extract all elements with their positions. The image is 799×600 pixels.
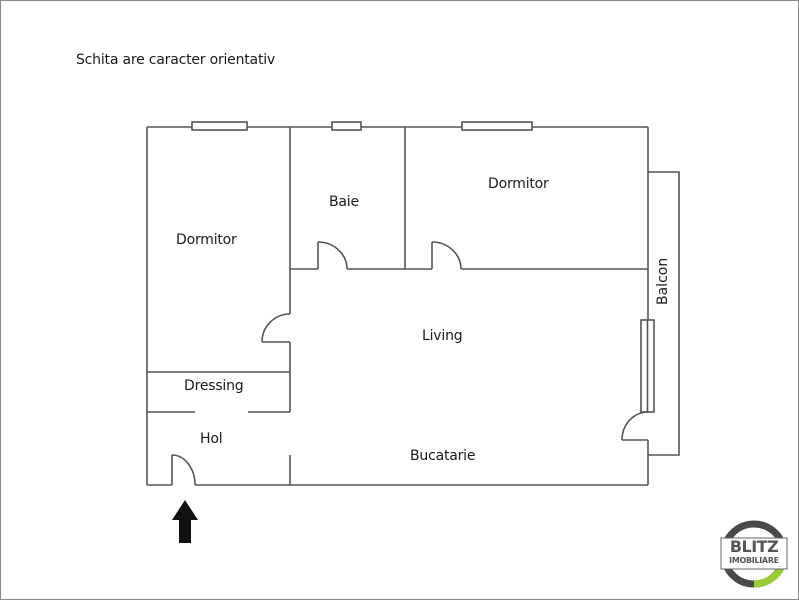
room-label-living: Living	[422, 328, 463, 344]
balcony-outline	[648, 171, 680, 456]
door-dormitor-right	[431, 241, 462, 270]
logo-text-blitz: BLITZ	[729, 537, 779, 556]
arrow-up-icon	[172, 500, 198, 543]
door-dormitor-left	[261, 313, 291, 348]
room-label-dressing: Dressing	[184, 378, 244, 394]
room-label-balcon: Balcon	[655, 257, 671, 305]
room-label-baie: Baie	[329, 194, 359, 210]
window-dormitor-left	[191, 121, 248, 131]
disclaimer-caption: Schita are caracter orientativ	[76, 52, 276, 68]
blitz-logo-icon	[720, 520, 788, 588]
door-balcon	[621, 411, 649, 441]
window-dormitor-right	[461, 121, 533, 131]
room-label-bucatarie: Bucatarie	[410, 448, 476, 464]
room-label-dormitor-left: Dormitor	[176, 232, 237, 248]
window-baie	[331, 121, 362, 131]
room-label-hol: Hol	[200, 431, 223, 447]
room-label-dormitor-right: Dormitor	[488, 176, 549, 192]
door-entrance	[171, 454, 196, 486]
logo-text-imobiliare: IMOBILIARE	[729, 556, 779, 565]
door-baie	[317, 241, 348, 270]
